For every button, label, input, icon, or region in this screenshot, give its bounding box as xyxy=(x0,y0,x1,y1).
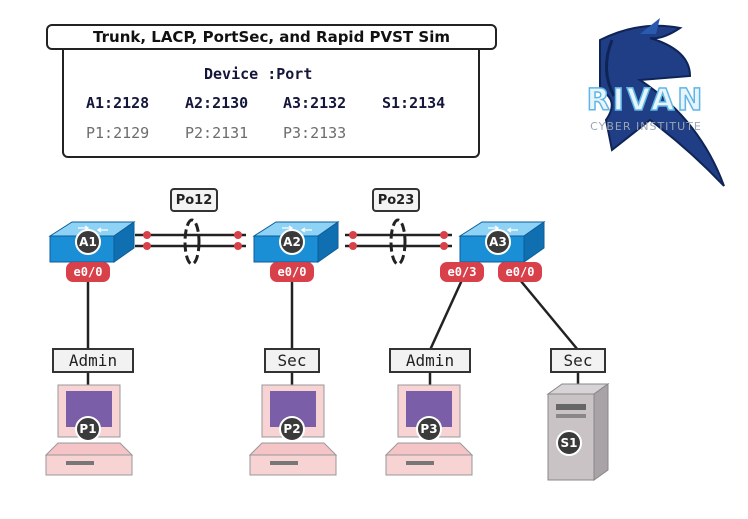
port-entry-p1: P1:2129 xyxy=(86,124,150,142)
switch-a1-label: A1 xyxy=(75,229,101,255)
po23-label: Po23 xyxy=(372,188,420,212)
diagram-title: Trunk, LACP, PortSec, and Rapid PVST Sim xyxy=(46,24,497,50)
rivan-logo: RIVAN CYBER INSTITUTE xyxy=(586,18,725,187)
pc-p1-label: P1 xyxy=(75,416,101,442)
port-table xyxy=(62,50,480,158)
port-entry-a3: A3:2132 xyxy=(283,94,347,112)
link-endpoints xyxy=(143,231,448,250)
switch-a2-label: A2 xyxy=(279,229,305,255)
port-entry-s1: S1:2134 xyxy=(382,94,446,112)
p2-vlan-label: Sec xyxy=(264,348,320,373)
switch-links xyxy=(135,233,452,248)
pc-p2-label: P2 xyxy=(279,416,305,442)
s1-vlan-label: Sec xyxy=(550,348,606,373)
a3-port-e0-0: e0/0 xyxy=(498,262,542,282)
po23-bundle xyxy=(389,218,407,266)
server-s1-icon xyxy=(546,383,610,481)
port-table-header: Device :Port xyxy=(204,65,313,83)
logo-wordmark: RIVAN xyxy=(587,83,706,118)
host-links xyxy=(86,279,580,385)
port-entry-a2: A2:2130 xyxy=(185,94,249,112)
a2-port-e0-0: e0/0 xyxy=(270,262,314,282)
port-entry-p2: P2:2131 xyxy=(185,124,249,142)
server-s1-label: S1 xyxy=(556,430,582,456)
port-entry-a1: A1:2128 xyxy=(86,94,150,112)
po12-label: Po12 xyxy=(170,188,218,212)
p1-vlan-label: Admin xyxy=(52,348,134,373)
a1-port-e0-0: e0/0 xyxy=(66,262,110,282)
pc-p3-icon xyxy=(384,384,474,476)
po12-bundle xyxy=(183,218,201,266)
p3-vlan-label: Admin xyxy=(389,348,471,373)
switch-a3-label: A3 xyxy=(485,229,511,255)
a3-port-e0-3: e0/3 xyxy=(440,262,484,282)
logo-tagline: CYBER INSTITUTE xyxy=(590,120,702,133)
pc-p3-label: P3 xyxy=(416,416,442,442)
port-entry-p3: P3:2133 xyxy=(283,124,347,142)
